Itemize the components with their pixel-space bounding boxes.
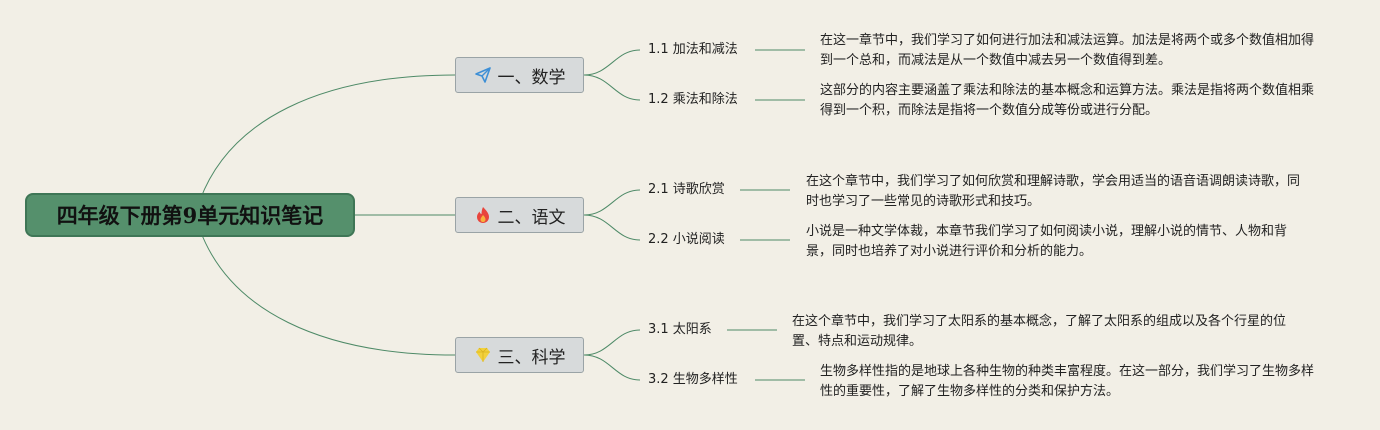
topic-3-2[interactable]: 3.2 生物多样性 bbox=[648, 372, 738, 387]
connector-math-2 bbox=[583, 74, 641, 101]
connector-chinese-2 bbox=[583, 214, 641, 241]
connector-chinese-1 bbox=[583, 189, 641, 216]
topic-1-1[interactable]: 1.1 加法和减法 bbox=[648, 42, 738, 57]
connector-math-1 bbox=[583, 49, 641, 76]
note-3-1: 在这个章节中，我们学习了太阳系的基本概念，了解了太阳系的组成以及各个行星的位置、… bbox=[792, 314, 1287, 349]
topic-2-1[interactable]: 2.1 诗歌欣赏 bbox=[648, 182, 725, 197]
branch-node-science[interactable]: 三、科学 bbox=[455, 337, 584, 373]
paper-plane-icon bbox=[474, 66, 492, 84]
topic-2-2[interactable]: 2.2 小说阅读 bbox=[648, 232, 725, 247]
branch-node-math[interactable]: 一、数学 bbox=[455, 57, 584, 93]
connector-root-science bbox=[199, 229, 456, 356]
topic-1-2[interactable]: 1.2 乘法和除法 bbox=[648, 92, 738, 107]
root-node[interactable]: 四年级下册第9单元知识笔记 bbox=[25, 193, 355, 237]
connector-science-2 bbox=[583, 354, 641, 381]
root-title: 四年级下册第9单元知识笔记 bbox=[56, 203, 324, 228]
branch-label: 三、科学 bbox=[497, 347, 566, 368]
fire-icon bbox=[474, 206, 492, 224]
connector-science-1 bbox=[583, 329, 641, 356]
topic-3-1[interactable]: 3.1 太阳系 bbox=[648, 322, 712, 337]
note-1-1: 在这一章节中，我们学习了如何进行加法和减法运算。加法是将两个或多个数值相加得到一… bbox=[820, 33, 1315, 68]
diamond-icon bbox=[474, 346, 492, 364]
note-1-2: 这部分的内容主要涵盖了乘法和除法的基本概念和运算方法。乘法是指将两个数值相乘得到… bbox=[820, 83, 1315, 118]
branch-label: 一、数学 bbox=[497, 67, 566, 88]
connector-root-math bbox=[199, 74, 456, 201]
branch-node-chinese[interactable]: 二、语文 bbox=[455, 197, 584, 233]
note-2-2: 小说是一种文学体裁，本章节我们学习了如何阅读小说，理解小说的情节、人物和背景，同… bbox=[806, 224, 1288, 259]
note-2-1: 在这个章节中，我们学习了如何欣赏和理解诗歌，学会用适当的语音语调朗读诗歌，同时也… bbox=[806, 174, 1301, 209]
note-3-2: 生物多样性指的是地球上各种生物的种类丰富程度。在这一部分，我们学习了生物多样性的… bbox=[820, 364, 1315, 399]
branch-label: 二、语文 bbox=[497, 207, 566, 228]
